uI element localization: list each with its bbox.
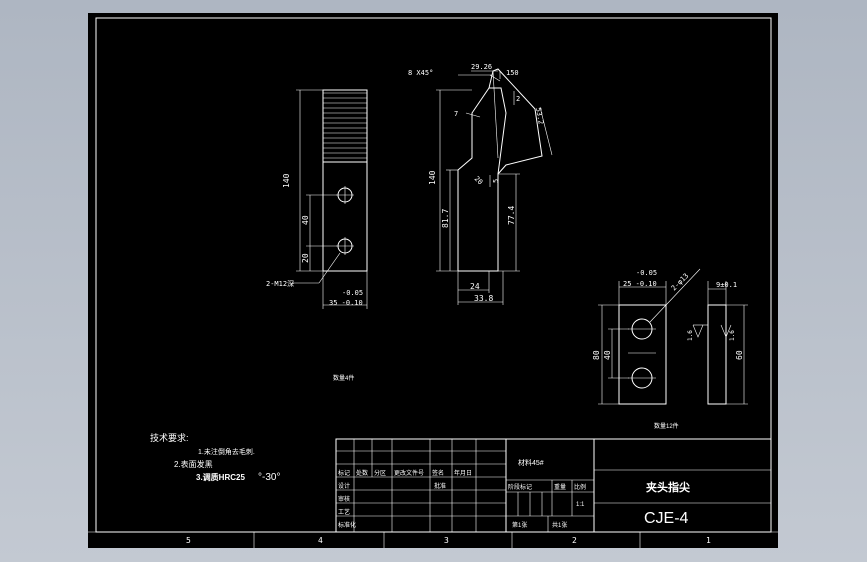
svg-text:35 -0.10: 35 -0.10: [329, 299, 363, 307]
front-view: 140 40 20 2-M12深 -0.05 35 -0.10: [266, 89, 368, 309]
title-block: 标记 处数 分区 更改文件号 签名 年月日 设计 审核 工艺 标准化 批准 材料…: [335, 438, 772, 533]
svg-text:7: 7: [454, 110, 458, 118]
part-name: 夹头指尖: [646, 480, 690, 494]
svg-text:60: 60: [735, 350, 744, 360]
svg-text:77.4: 77.4: [507, 206, 516, 225]
svg-text:2-M12深: 2-M12深: [266, 279, 294, 288]
drawing-canvas: 5 4 3 2 1: [88, 17, 778, 548]
zone-label: 3: [444, 536, 449, 545]
pad-front-view: 80 40 -0.05 25 -0.10 2-φ13: [592, 268, 701, 405]
svg-text:批准: 批准: [434, 482, 446, 490]
svg-text:2: 2: [516, 95, 520, 103]
svg-text:签名: 签名: [432, 469, 444, 477]
svg-text:9±0.1: 9±0.1: [716, 281, 737, 289]
svg-text:25 -0.10: 25 -0.10: [623, 280, 657, 288]
svg-text:40: 40: [603, 350, 612, 360]
svg-text:40: 40: [301, 215, 310, 225]
roughness-symbol: [720, 324, 732, 338]
svg-text:24: 24: [470, 282, 480, 291]
svg-text:设计: 设计: [338, 482, 350, 490]
svg-text:年月日: 年月日: [454, 469, 472, 477]
svg-text:53.2: 53.2: [534, 107, 545, 125]
svg-text:-0.05: -0.05: [342, 289, 363, 297]
pad-side-view: 9±0.1 60 1.6 1.6: [687, 281, 748, 405]
svg-text:更改文件号: 更改文件号: [394, 469, 424, 477]
svg-text:-0.05: -0.05: [636, 269, 657, 277]
svg-text:80: 80: [592, 350, 601, 360]
svg-text:5: 5: [492, 179, 500, 183]
svg-text:比例: 比例: [574, 483, 586, 491]
svg-text:标准化: 标准化: [338, 521, 356, 529]
svg-text:150: 150: [506, 69, 519, 77]
svg-text:20: 20: [301, 253, 310, 263]
side-view: 140 81.7 77.4 24 33.8 8 X45° 29.26: [408, 63, 553, 305]
svg-text:第1张: 第1张: [512, 521, 527, 529]
svg-text:140: 140: [428, 170, 437, 185]
svg-text:1:1: 1:1: [576, 502, 585, 508]
svg-text:工艺: 工艺: [338, 508, 350, 516]
svg-text:20: 20: [473, 175, 485, 187]
svg-text:°-30°: °-30°: [258, 472, 280, 483]
zone-label: 2: [572, 536, 577, 545]
quantity-note-b: 数量12件: [654, 422, 679, 430]
svg-text:1.未注倒角去毛刺.: 1.未注倒角去毛刺.: [198, 447, 255, 456]
zone-label: 5: [186, 536, 191, 545]
svg-text:8 X45°: 8 X45°: [408, 69, 433, 77]
quantity-note-a: 数量4件: [333, 374, 354, 382]
svg-text:审核: 审核: [338, 495, 350, 503]
svg-text:重量: 重量: [554, 483, 566, 491]
svg-text:阶段标记: 阶段标记: [508, 483, 532, 491]
material-label: 材料45#: [518, 458, 544, 467]
svg-text:81.7: 81.7: [441, 209, 450, 228]
tech-requirements-title: 技术要求:: [150, 432, 189, 443]
roughness-symbol: [692, 324, 704, 338]
zone-label: 1: [706, 536, 711, 545]
zone-label: 4: [318, 536, 323, 545]
svg-text:33.8: 33.8: [474, 294, 493, 303]
svg-text:共1张: 共1张: [552, 521, 567, 529]
svg-text:2.表面发黑: 2.表面发黑: [174, 459, 213, 469]
drawing-number: CJE-4: [644, 510, 689, 527]
serration-hatching: [323, 92, 367, 159]
svg-text:140: 140: [282, 173, 291, 188]
svg-text:29.26: 29.26: [471, 63, 492, 71]
drawing-sheet[interactable]: 5 4 3 2 1: [88, 13, 778, 548]
svg-text:1.6: 1.6: [729, 330, 736, 341]
svg-text:处数: 处数: [356, 469, 368, 477]
svg-text:标记: 标记: [338, 469, 350, 477]
svg-text:1.6: 1.6: [687, 330, 694, 341]
svg-text:3.调质HRC25: 3.调质HRC25: [196, 472, 245, 482]
svg-text:分区: 分区: [374, 469, 386, 477]
